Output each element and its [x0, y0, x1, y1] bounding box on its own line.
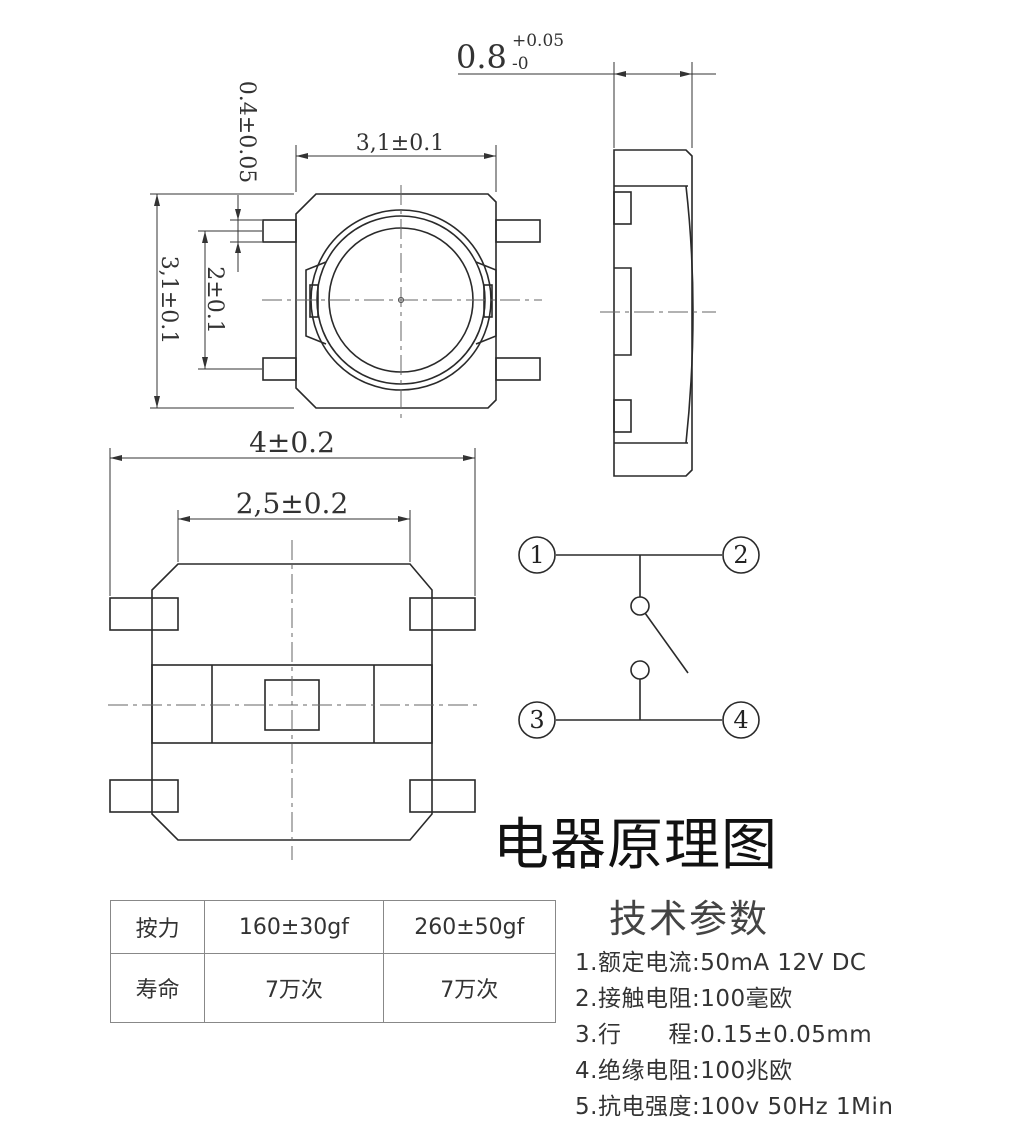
table-cell: 7万次 [382, 953, 557, 1023]
dim-pin-width: 0.4±0.05 [230, 81, 262, 272]
svg-text:3: 3 [529, 706, 544, 734]
diagram-title: 电器原理图 [493, 813, 778, 878]
list-item: 4.绝缘电阻:100兆欧 [575, 1058, 793, 1084]
tech-params-title: 技术参数 [609, 897, 770, 941]
dim-body-length-label: 2,5±0.2 [236, 487, 349, 520]
list-item: 2.接触电阻:100毫欧 [575, 986, 793, 1012]
pin-1-marker: 1 [518, 536, 556, 574]
table-cell: 7万次 [204, 953, 384, 1023]
side-view [600, 149, 716, 477]
table-cell: 寿命 [109, 953, 206, 1023]
svg-text:2: 2 [733, 541, 748, 569]
table-row: 寿命 7万次 7万次 [109, 953, 557, 1023]
dim-pin-width-label: 0.4±0.05 [234, 81, 259, 183]
svg-text:1: 1 [529, 541, 544, 569]
table-cell: 260±50gf [382, 900, 557, 954]
table-cell: 按力 [109, 900, 206, 954]
top-view [262, 185, 542, 418]
dim-top-height-label: 3,1±0.1 [156, 256, 181, 344]
dim-thickness-label: 0.8 [456, 38, 507, 76]
dim-overall-length: 4±0.2 [109, 426, 476, 596]
dim-thickness-tol-minus: -0 [512, 54, 529, 74]
dim-thickness-tol-plus: +0.05 [512, 31, 564, 51]
spec-table: 按力 160±30gf 260±50gf 寿命 7万次 7万次 [109, 900, 557, 1023]
dim-top-width-label: 3,1±0.1 [356, 131, 444, 156]
dim-body-length: 2,5±0.2 [177, 487, 411, 562]
dim-top-height: 3,1±0.1 [150, 193, 294, 409]
table-row: 按力 160±30gf 260±50gf [109, 900, 557, 954]
pin-4-marker: 4 [722, 701, 760, 739]
tech-params: 技术参数 1.额定电流:50mA 12V DC 2.接触电阻:100毫欧 3.行… [575, 888, 1005, 1125]
list-item: 5.抗电强度:100v 50Hz 1Min [575, 1094, 894, 1120]
tech-params-list: 1.额定电流:50mA 12V DC 2.接触电阻:100毫欧 3.行 程:0.… [575, 945, 1005, 1125]
dim-overall-length-label: 4±0.2 [249, 426, 335, 459]
pin-2-marker: 2 [722, 536, 760, 574]
dim-thickness: 0.8 +0.05 -0 [456, 31, 716, 148]
switch-schematic: 1 2 3 4 [518, 536, 760, 739]
dim-pin-pitch: 2±0.1 [198, 230, 262, 370]
table-cell: 160±30gf [204, 900, 384, 954]
svg-text:4: 4 [733, 706, 748, 734]
bottom-view [108, 540, 478, 860]
list-item: 3.行 程:0.15±0.05mm [575, 1022, 873, 1048]
dim-top-width: 3,1±0.1 [295, 131, 497, 192]
list-item: 1.额定电流:50mA 12V DC [575, 950, 867, 976]
pin-3-marker: 3 [518, 701, 556, 739]
dim-pin-pitch-label: 2±0.1 [202, 266, 227, 333]
